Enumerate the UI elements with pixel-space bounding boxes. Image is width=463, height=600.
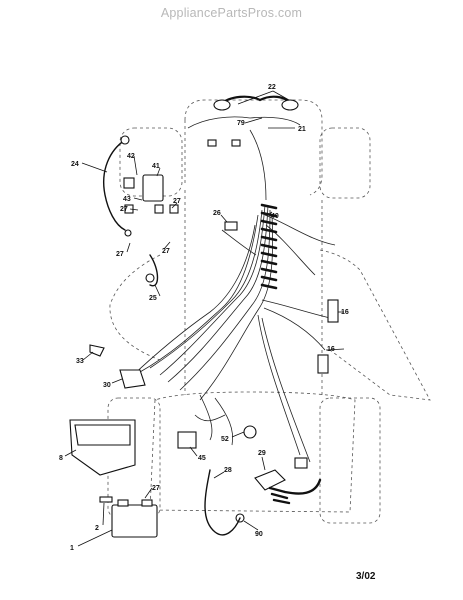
callout-41: 41	[152, 163, 160, 170]
cap-52	[243, 425, 257, 439]
callout-90: 90	[255, 531, 263, 538]
callout-33: 33	[76, 358, 84, 365]
callout-28: 28	[224, 467, 232, 474]
callout-30: 30	[103, 382, 111, 389]
callout-27-b: 27	[173, 198, 181, 205]
callout-27-c: 27	[116, 251, 124, 258]
components	[69, 221, 339, 538]
callout-24: 24	[71, 161, 79, 168]
headlight-harness	[187, 95, 301, 147]
callout-16-upper: 16	[341, 309, 349, 316]
callout-16-lower: 16	[327, 346, 335, 353]
callout-8: 8	[59, 455, 63, 462]
callout-27-a: 27	[120, 206, 128, 213]
solenoid-30	[119, 369, 146, 389]
connector	[294, 457, 308, 469]
callout-43: 43	[123, 196, 131, 203]
callout-labels: 22 79 21 24 42 41 43 27 27 27 27 26 40 2…	[59, 84, 349, 552]
relay-45	[177, 431, 197, 449]
callout-40: 40	[271, 213, 279, 220]
switch-29	[254, 469, 286, 491]
callout-26: 26	[213, 210, 221, 217]
leaders	[64, 90, 345, 547]
callout-2: 2	[95, 525, 99, 532]
callout-1: 1	[70, 545, 74, 552]
watermark: AppliancePartsPros.com	[160, 6, 303, 20]
callout-25: 25	[149, 295, 157, 302]
callout-27-d: 27	[162, 248, 170, 255]
switch-16-lower	[317, 354, 329, 374]
left-wires	[103, 135, 179, 287]
wire-harness	[129, 129, 336, 463]
callout-29: 29	[258, 450, 266, 457]
callout-42: 42	[127, 153, 135, 160]
connector-26	[224, 221, 238, 231]
callout-22: 22	[268, 84, 276, 91]
switch-16-upper	[327, 299, 339, 323]
bolt-2	[99, 496, 113, 503]
callout-27-e: 27	[152, 485, 160, 492]
bracket-33	[89, 344, 105, 357]
callout-79: 79	[237, 120, 245, 127]
footer-code: 3/02	[356, 571, 376, 582]
callout-21: 21	[298, 126, 306, 133]
callout-45: 45	[198, 455, 206, 462]
callout-52: 52	[221, 436, 229, 443]
battery-1	[111, 504, 158, 538]
